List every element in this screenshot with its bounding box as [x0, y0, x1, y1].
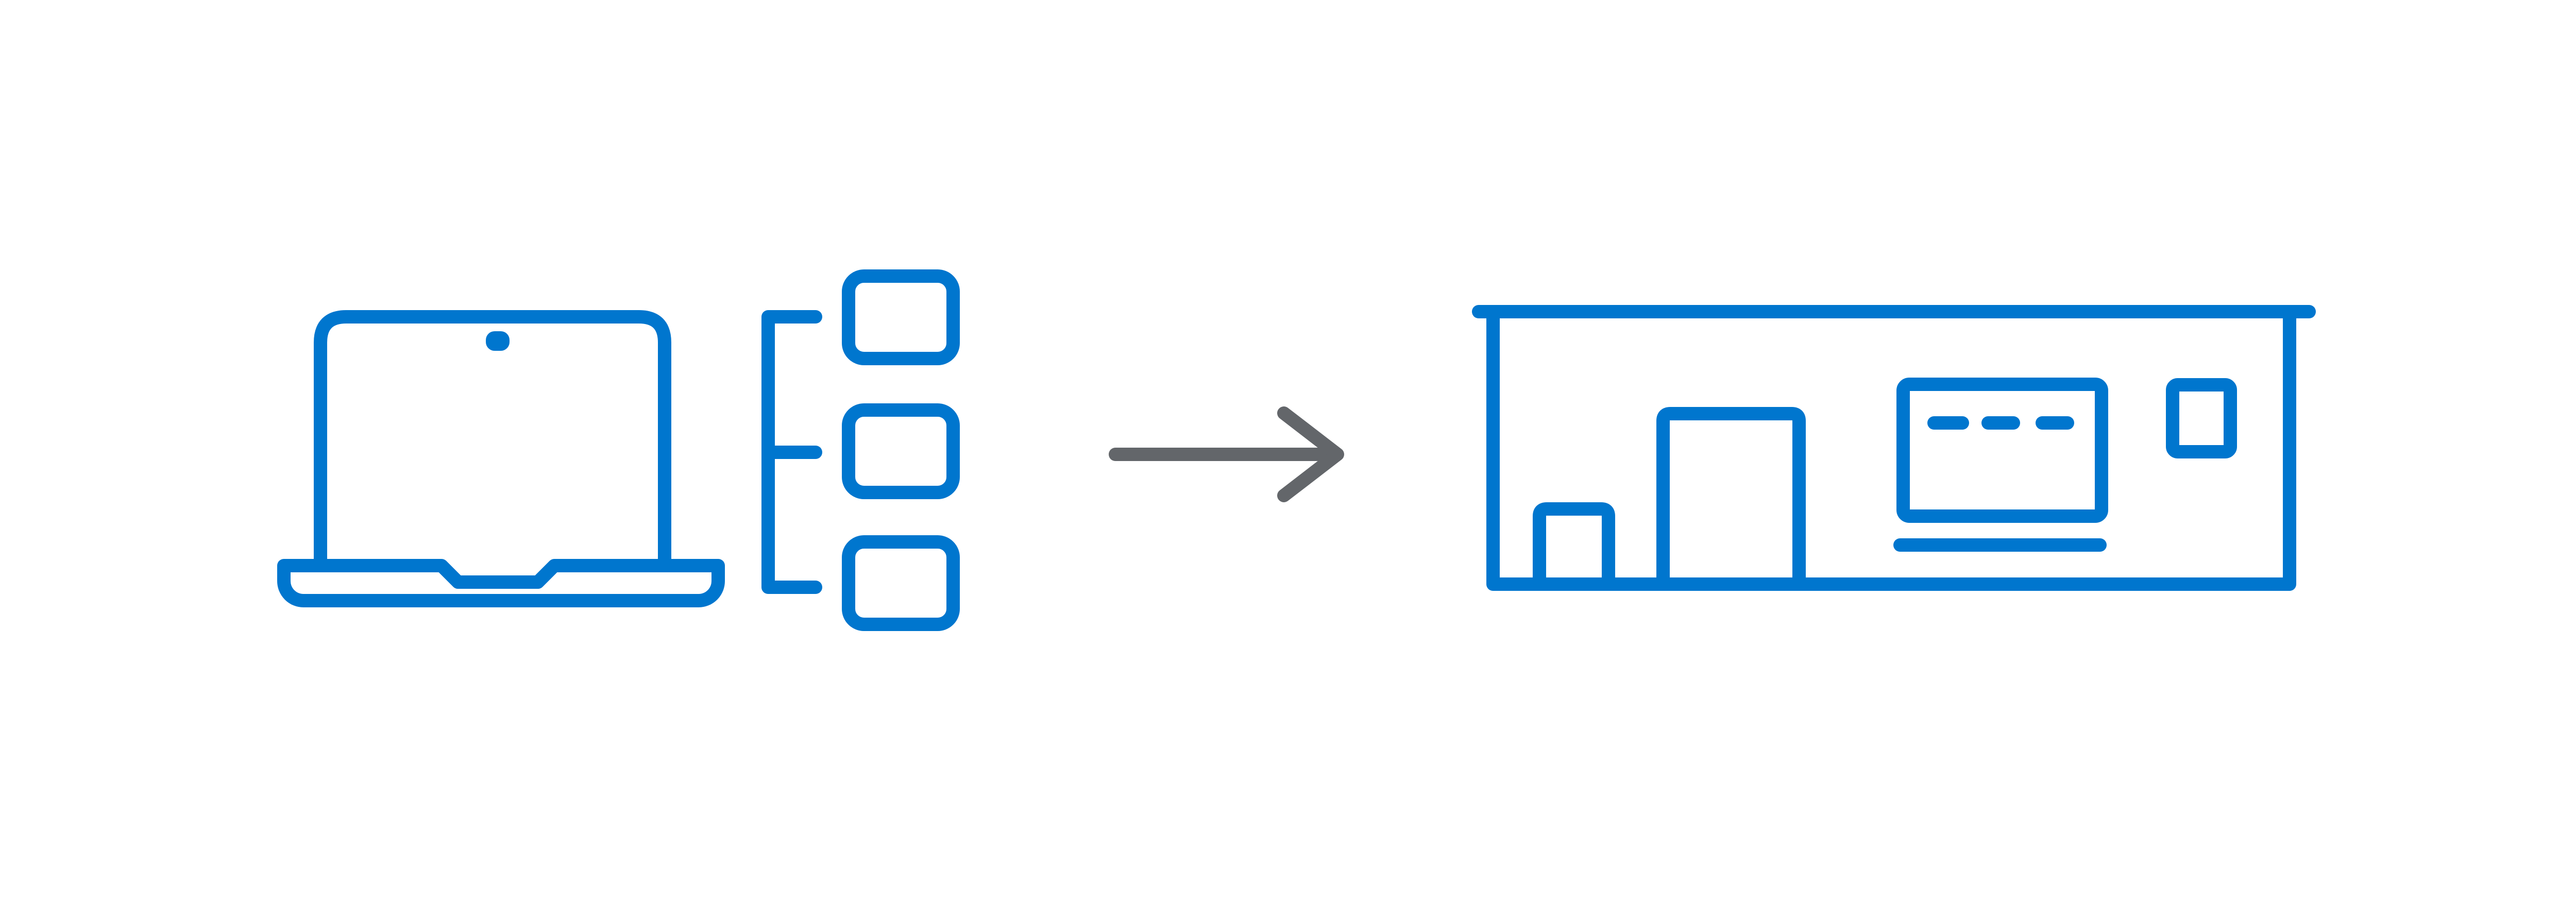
hierarchy-node-1 [842, 269, 960, 365]
storefront-walls-floor [1486, 318, 2296, 591]
hierarchy-node-3 [842, 535, 960, 631]
laptop-camera-icon [486, 331, 510, 351]
laptop-base [277, 559, 725, 607]
laptop-icon [277, 310, 725, 607]
laptop-screen [314, 310, 671, 569]
arrow-head [1277, 406, 1344, 502]
storefront-window [2166, 378, 2237, 458]
file-hierarchy-icon [761, 269, 960, 631]
storefront-icon [1472, 305, 2316, 591]
storefront-door [1656, 407, 1806, 584]
storefront-crate [1533, 502, 1615, 584]
arrow-right-icon [1109, 406, 1344, 502]
storefront-signboard [1896, 378, 2108, 523]
hierarchy-node-2 [842, 403, 960, 499]
